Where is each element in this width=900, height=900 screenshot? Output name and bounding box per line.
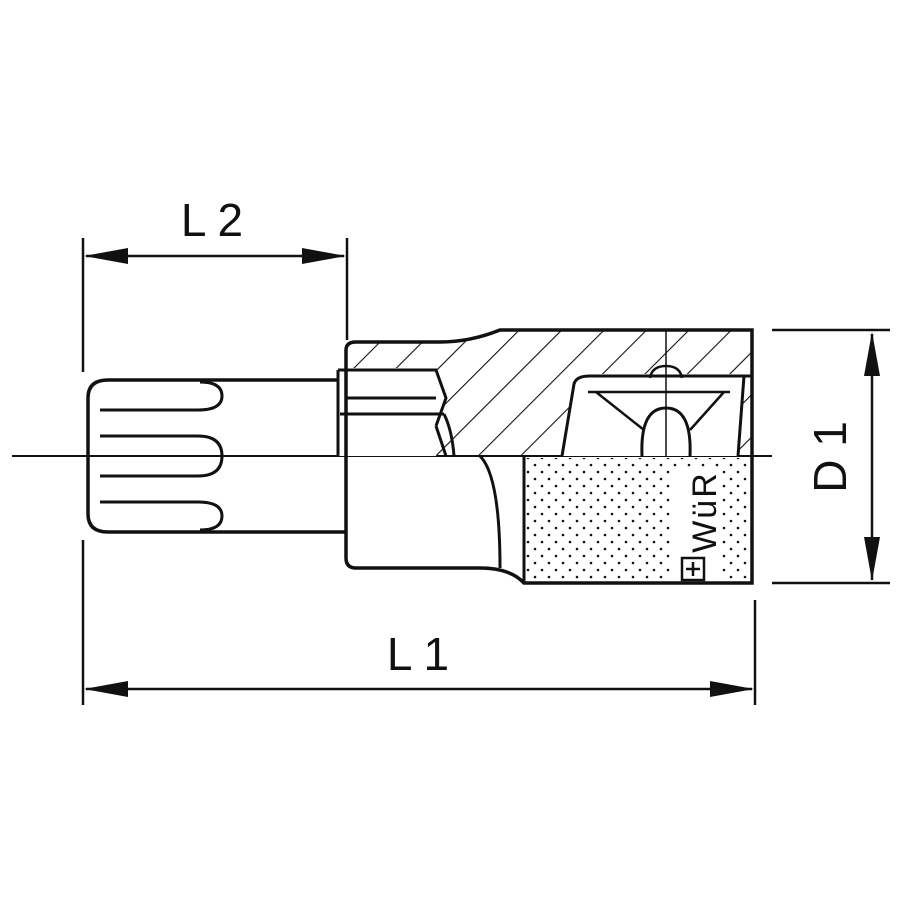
socket-upper-outline — [344, 328, 754, 456]
socket-section — [336, 328, 754, 457]
brand-marking: WüR — [686, 471, 724, 553]
socket-lower-outline — [344, 456, 754, 585]
bit-flute-top — [100, 380, 224, 412]
d1-arrow-top — [864, 332, 880, 376]
hex-recess-edges — [336, 370, 448, 457]
dimension-l2: L 2 — [81, 194, 349, 372]
bit-flute-bottom — [100, 500, 224, 532]
l1-arrow-left — [84, 681, 128, 697]
socket-exterior: WüR — [344, 454, 754, 585]
square-drive-chamfer-lines — [588, 390, 730, 431]
hex-recess-lines — [338, 368, 448, 427]
square-drive-fill — [562, 374, 744, 456]
l2-label: L 2 — [181, 194, 243, 246]
dimension-l1: L 1 — [81, 540, 757, 705]
bit-outline — [86, 378, 347, 534]
l1-arrow-right — [710, 681, 754, 697]
square-drive-outline — [560, 374, 746, 457]
bit-flute-middle — [100, 434, 224, 478]
d1-arrow-bottom — [864, 537, 880, 581]
brand-marking-background — [672, 470, 722, 582]
shoulder-curve — [478, 454, 502, 569]
l2-arrow-left — [84, 248, 128, 264]
hex-recess-fill — [338, 368, 446, 456]
logo-icon — [680, 556, 706, 582]
spline-bit — [86, 378, 347, 534]
d1-label: D 1 — [804, 421, 856, 493]
l2-arrow-right — [302, 248, 346, 264]
hex-bore-transition — [442, 413, 456, 457]
l1-label: L 1 — [387, 628, 449, 680]
dimension-d1: D 1 — [772, 328, 890, 585]
